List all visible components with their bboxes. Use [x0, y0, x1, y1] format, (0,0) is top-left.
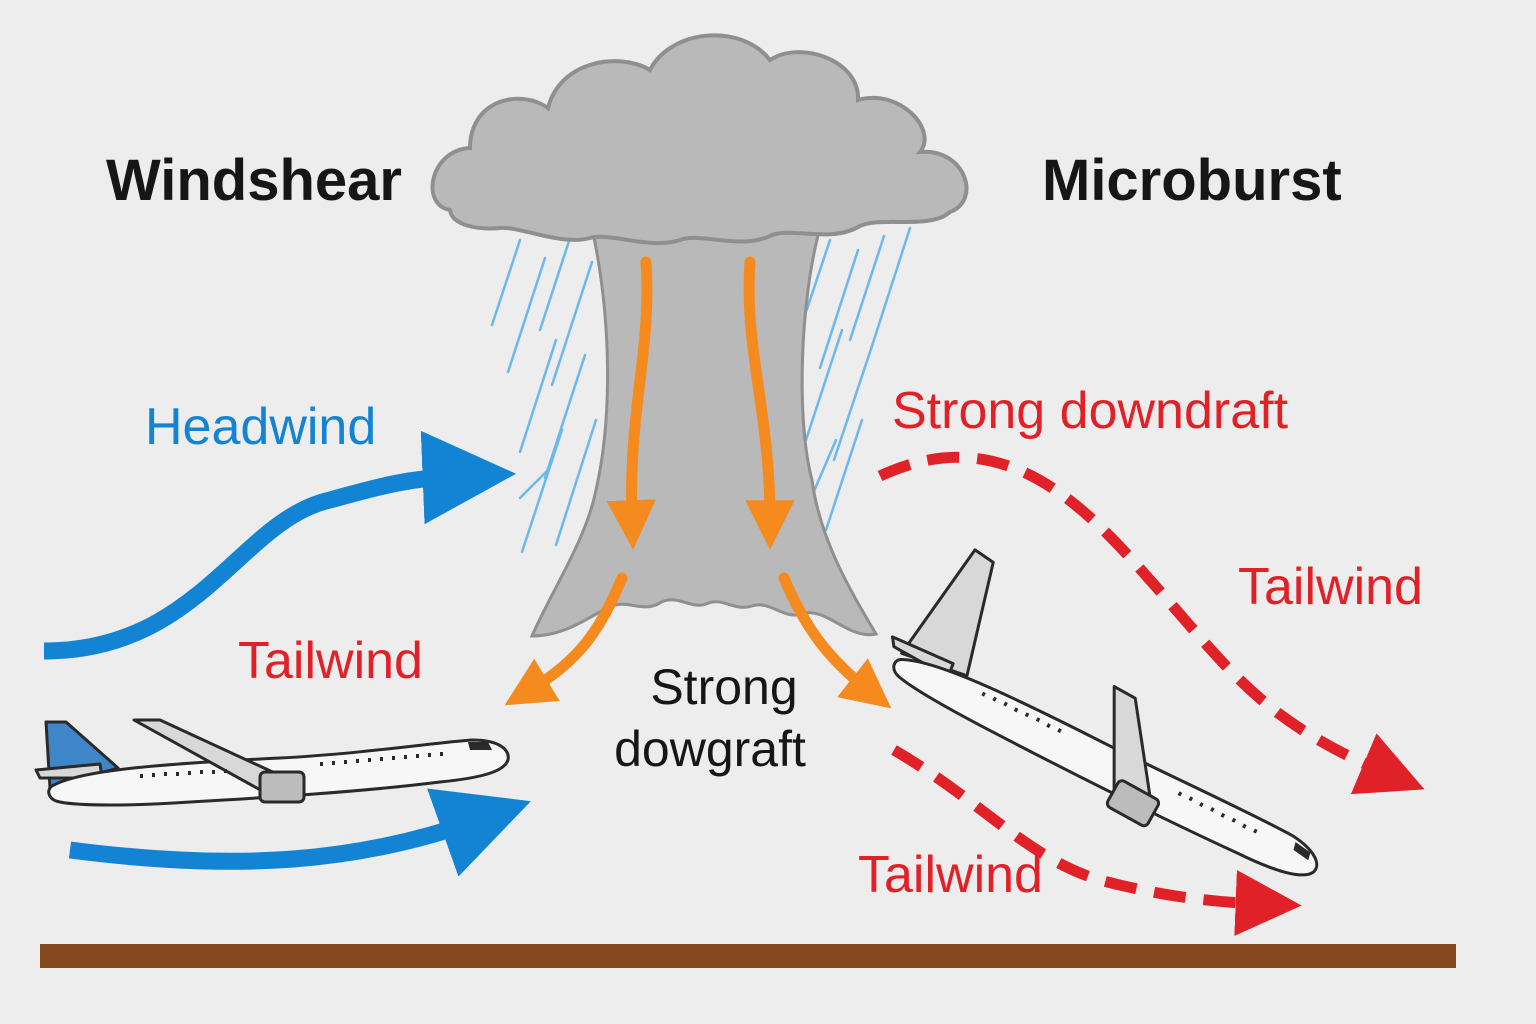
tailwind-label-right-lower: Tailwind: [858, 846, 1043, 904]
downdraft-arrow-dashed: [877, 451, 1425, 795]
headwind-arrow-upper: [43, 430, 517, 660]
airliner-icon: [891, 548, 1319, 877]
downdraft-arrow-left: [606, 256, 657, 550]
strong-downdraft-label: Strong downdraft: [892, 382, 1289, 440]
tailwind-arrows: [877, 451, 1425, 936]
tailwind-arrow-dashed-lower: [891, 745, 1302, 936]
tailwind-label-left: Tailwind: [238, 632, 423, 690]
downdraft-arrow-right: [743, 256, 795, 550]
headwind-arrows: [43, 430, 531, 877]
windshear-title: Windshear: [106, 148, 402, 213]
storm-cloud-icon: [430, 33, 969, 246]
downdraft-arrows: [504, 256, 892, 709]
headwind-label: Headwind: [145, 398, 376, 456]
ground-bar: [40, 944, 1456, 968]
center-label-line2: dowgraft: [614, 721, 806, 777]
microburst-title: Microburst: [1042, 148, 1342, 213]
outflow-arrow-left: [504, 572, 628, 706]
tailwind-label-right-upper: Tailwind: [1238, 558, 1423, 616]
outflow-arrow-right: [778, 572, 892, 709]
airliner-icon: [34, 718, 510, 807]
center-label-line1: Strong: [650, 659, 797, 715]
headwind-arrow-lower: [68, 788, 531, 877]
